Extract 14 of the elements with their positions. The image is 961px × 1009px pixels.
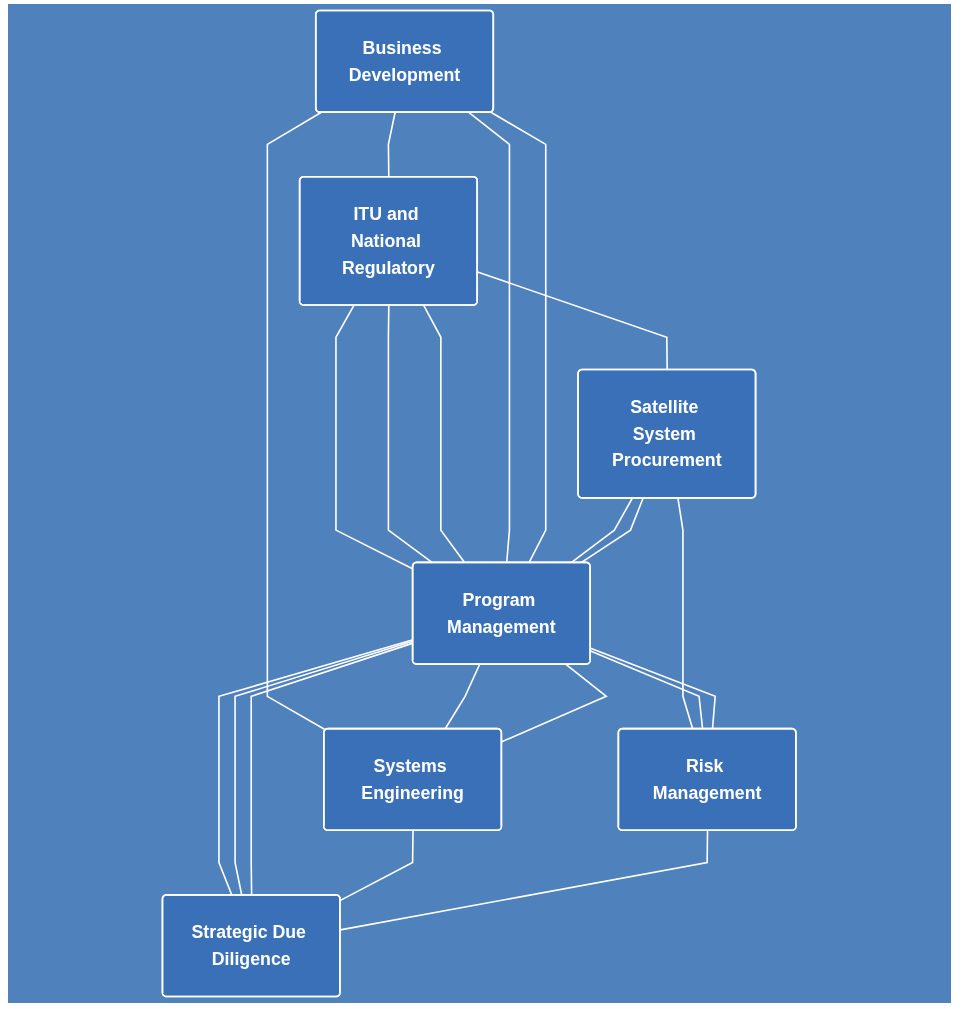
connector	[423, 304, 466, 564]
connector	[570, 497, 634, 564]
connector	[490, 111, 547, 564]
connector	[387, 111, 397, 178]
connector	[468, 111, 511, 564]
connector	[477, 271, 669, 371]
connector	[339, 829, 709, 931]
connector	[677, 497, 694, 730]
connector	[444, 663, 481, 730]
connector	[339, 829, 415, 902]
connector	[501, 663, 609, 743]
connector	[266, 111, 327, 731]
connector	[580, 497, 645, 564]
connector	[387, 304, 434, 564]
